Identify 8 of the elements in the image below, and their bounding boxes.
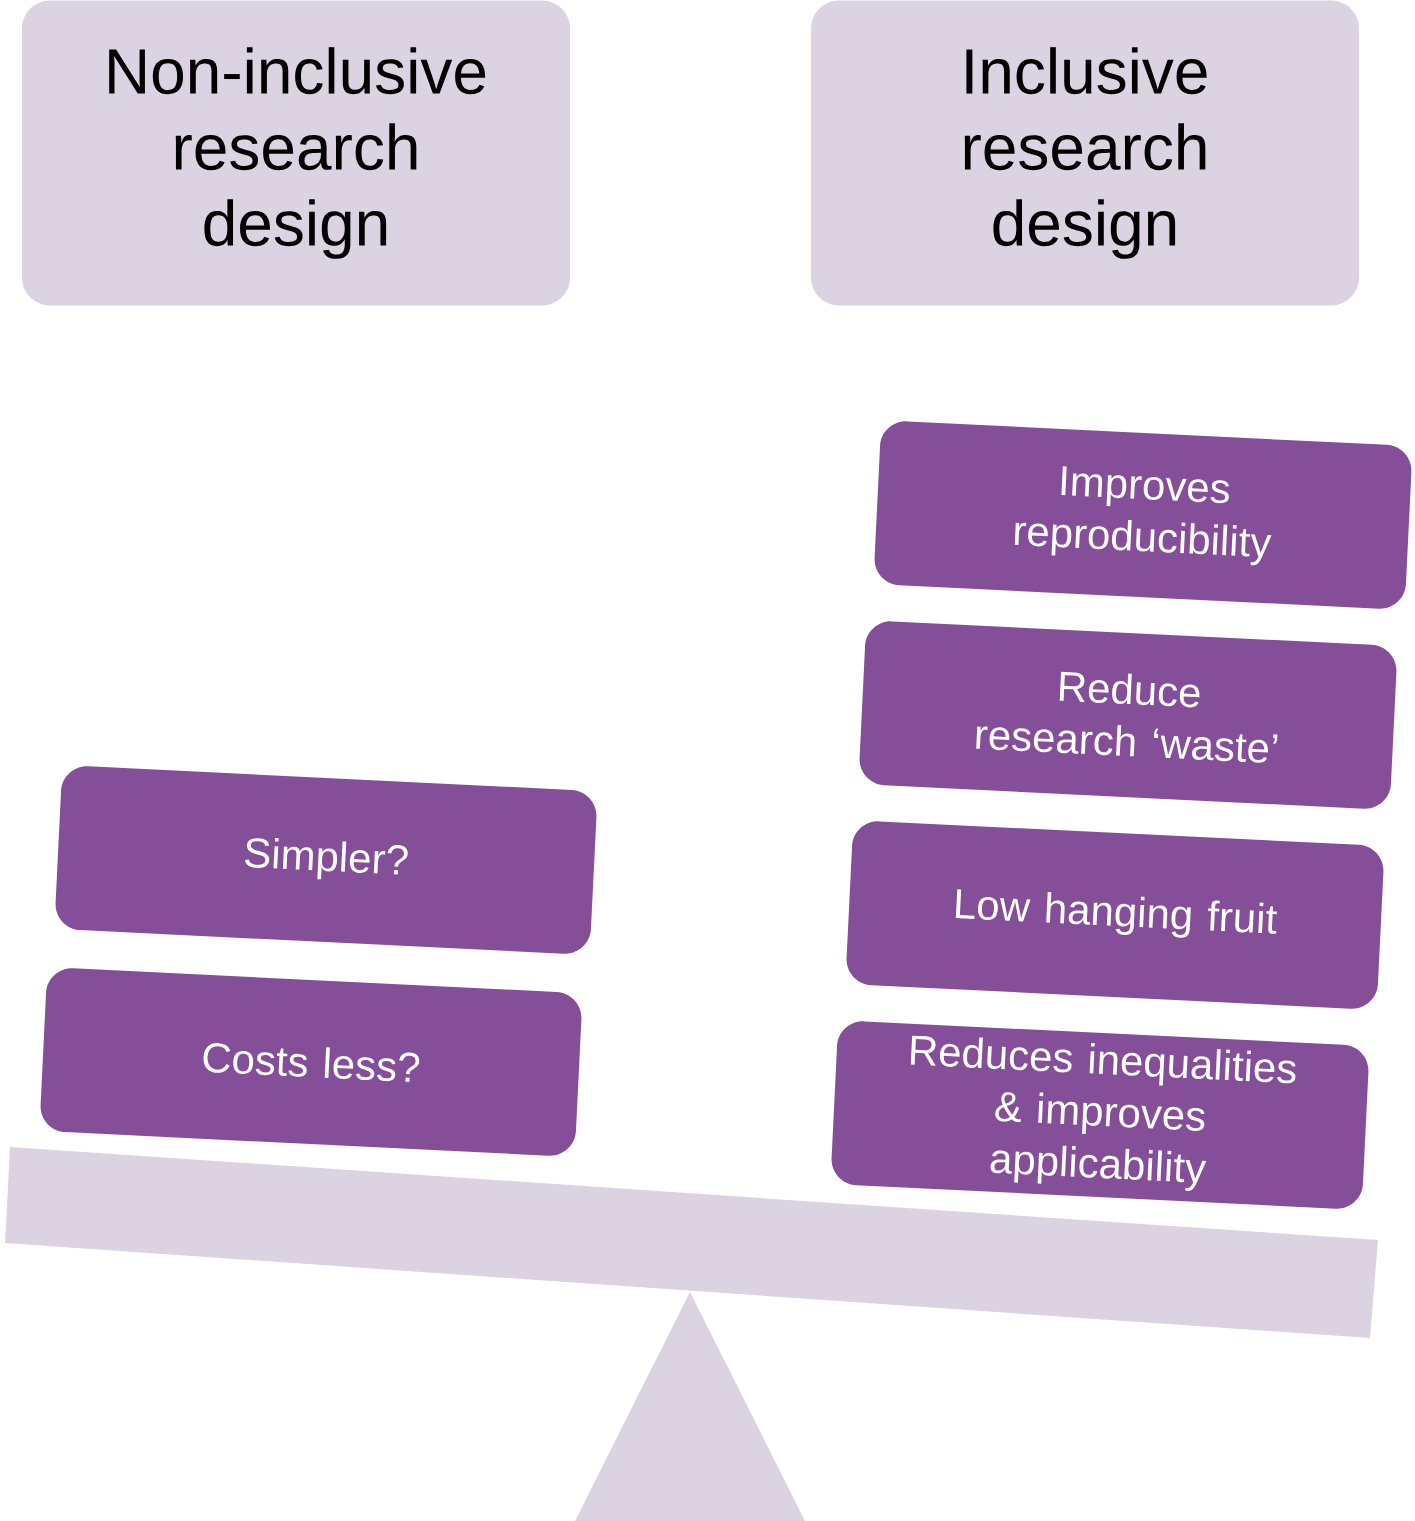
heading-box: Non-inclusive research design: [22, 0, 570, 306]
weight-box: Simpler?: [55, 766, 597, 954]
weight-box: Reduce research ‘waste’: [859, 621, 1397, 809]
weight-box: Low hanging fruit: [846, 821, 1384, 1009]
weight-box: Reduces inequalities & improves applicability: [831, 1021, 1369, 1209]
weight-box: Costs less?: [40, 968, 582, 1156]
heading-box: Inclusive research design: [811, 0, 1359, 306]
weight-box: Improves reproducibility: [874, 421, 1412, 609]
